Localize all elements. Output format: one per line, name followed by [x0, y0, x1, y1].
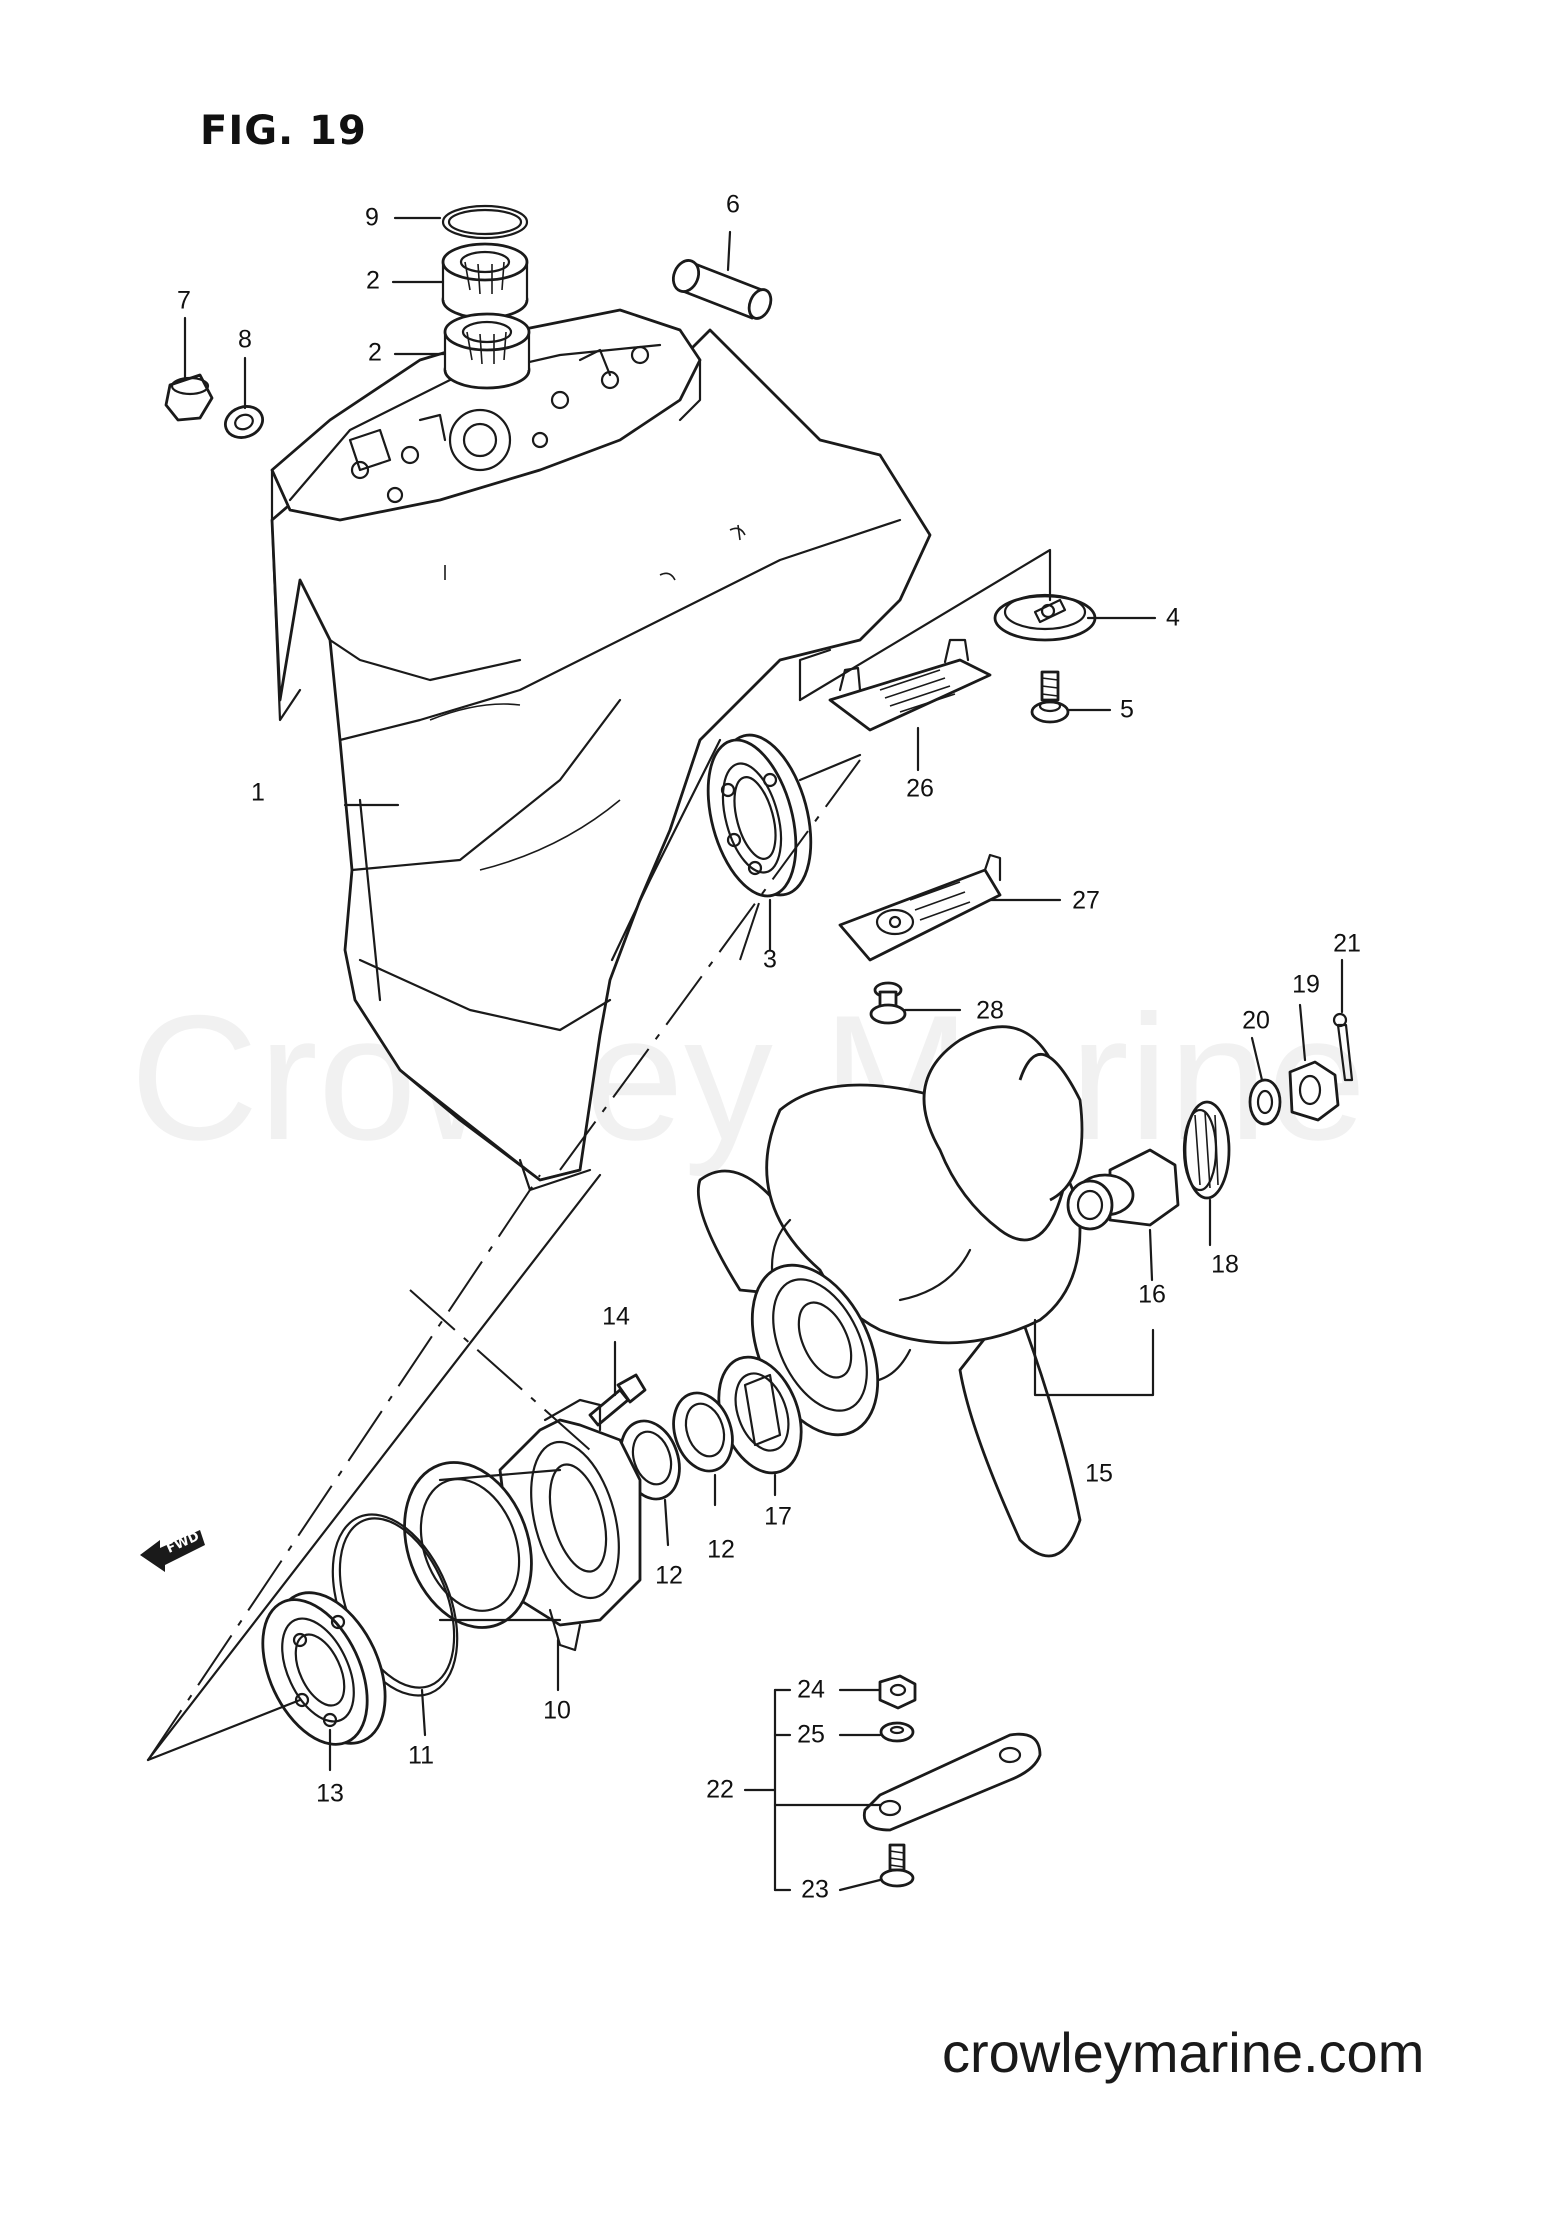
- callout-part-3: 3: [763, 945, 777, 974]
- callout-part-22: 22: [706, 1775, 734, 1804]
- cap-icon: [993, 593, 1097, 642]
- callout-part-7: 7: [177, 286, 191, 315]
- nut-icon: [878, 1674, 917, 1710]
- cotter-pin-icon: [1332, 1012, 1354, 1082]
- callout-part-5: 5: [1120, 695, 1134, 724]
- callout-part-6: 6: [726, 190, 740, 219]
- needle-bearing-icon: [441, 242, 529, 320]
- plug-icon: [164, 373, 214, 422]
- bolt-icon: [869, 981, 907, 1025]
- circlip-icon: [441, 204, 529, 240]
- needle-bearing-icon: [443, 312, 531, 390]
- callout-part-28: 28: [976, 996, 1004, 1025]
- callout-part-24: 24: [797, 1675, 825, 1704]
- gear-case-housing-icon: [270, 308, 932, 1192]
- callout-part-17: 17: [764, 1502, 792, 1531]
- bolt-icon: [1030, 670, 1070, 724]
- spacer-icon: [1182, 1100, 1231, 1200]
- screw-icon: [879, 1843, 915, 1888]
- washer-icon: [1248, 1078, 1282, 1126]
- callout-part-27: 27: [1072, 886, 1100, 915]
- callout-part-21: 21: [1333, 929, 1361, 958]
- propeller-icon: [696, 1025, 1084, 1558]
- anode-icon: [838, 853, 1002, 962]
- oil-seal-icon: [672, 1391, 734, 1473]
- watermark: Crowley Marine: [130, 978, 1367, 1177]
- callout-part-18: 18: [1211, 1250, 1239, 1279]
- callout-part-19: 19: [1292, 970, 1320, 999]
- anode-icon: [828, 638, 992, 732]
- website-footer: crowleymarine.com: [942, 2021, 1425, 2084]
- callout-part-14: 14: [602, 1302, 630, 1331]
- callout-part-26: 26: [906, 774, 934, 803]
- callout-part-2: 2: [366, 266, 380, 295]
- callout-part-9: 9: [365, 203, 379, 232]
- callout-part-13: 13: [316, 1779, 344, 1808]
- bearing-housing-icon: [403, 1398, 642, 1652]
- washer-icon: [879, 1721, 915, 1743]
- callout-part-2: 2: [368, 338, 382, 367]
- callout-part-4: 4: [1166, 603, 1180, 632]
- callout-part-10: 10: [543, 1696, 571, 1725]
- callout-part-12: 12: [707, 1535, 735, 1564]
- ball-bearing-icon: [706, 733, 813, 898]
- callout-part-25: 25: [797, 1720, 825, 1749]
- ball-bearing-icon: [261, 1591, 387, 1746]
- callout-part-16: 16: [1138, 1280, 1166, 1309]
- bolt-icon: [588, 1373, 647, 1427]
- pin-icon: [671, 259, 773, 320]
- gasket-icon: [224, 405, 264, 439]
- callout-part-20: 20: [1242, 1006, 1270, 1035]
- nut-icon: [1288, 1060, 1340, 1122]
- callout-part-11: 11: [408, 1741, 434, 1770]
- callout-part-15: 15: [1085, 1459, 1113, 1488]
- fwd-arrow-icon: [140, 1530, 205, 1572]
- bushing-icon: [1066, 1148, 1180, 1231]
- callout-part-23: 23: [801, 1875, 829, 1904]
- callout-part-8: 8: [238, 325, 252, 354]
- callout-part-1: 1: [251, 778, 265, 807]
- plate-icon: [862, 1732, 1042, 1832]
- callout-part-12: 12: [655, 1561, 683, 1590]
- figure-title: FIG. 19: [200, 108, 367, 154]
